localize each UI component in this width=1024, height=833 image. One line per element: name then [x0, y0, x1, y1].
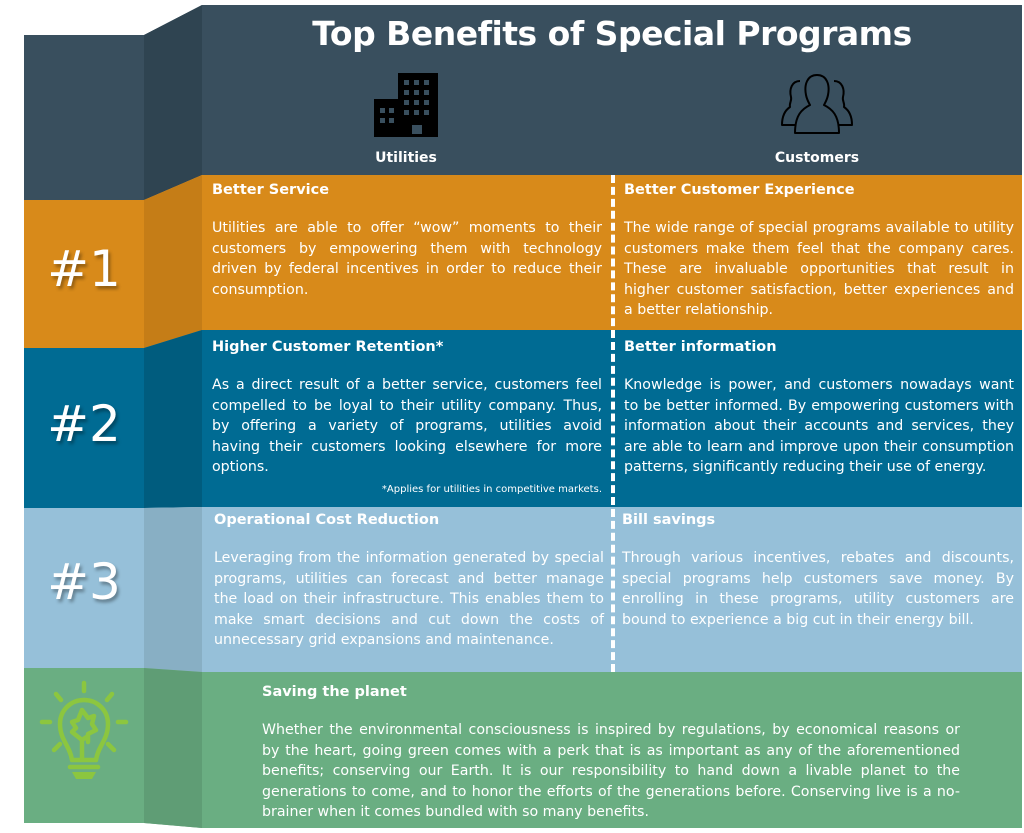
row-3-customers-cell: Bill savings Through various incentives,… [622, 510, 1014, 630]
row-1-customers-body: The wide range of special programs avail… [624, 220, 1014, 319]
row-1-utilities-cell: Better Service Utilities are able to off… [212, 180, 602, 300]
row-3-utilities-cell: Operational Cost Reduction Leveraging fr… [214, 510, 604, 651]
column-divider [611, 175, 615, 672]
rank-3-label: #3 [47, 553, 121, 611]
row-1-customers-heading: Better Customer Experience [624, 182, 855, 198]
row-3-customers-body: Through various incentives, rebates and … [622, 550, 1014, 628]
row-1-utilities-heading: Better Service [212, 182, 330, 198]
row-2-customers-cell: Better information Knowledge is power, a… [624, 337, 1014, 478]
row-2-customers-heading: Better information [624, 339, 777, 355]
planet-body: Whether the environmental consciousness … [262, 722, 960, 821]
row-3-utilities-heading: Operational Cost Reduction [214, 512, 440, 528]
column-label-customers: Customers [774, 150, 860, 166]
lightbulb-leaf-icon [39, 680, 129, 779]
building-icon [374, 73, 438, 137]
planet-cell: Saving the planet Whether the environmen… [262, 682, 960, 823]
planet-heading: Saving the planet [262, 684, 407, 700]
row-1-utilities-body: Utilities are able to offer “wow” moment… [212, 220, 602, 298]
users-icon [781, 74, 853, 134]
row-3-customers-heading: Bill savings [622, 512, 716, 528]
row-2-utilities-body: As a direct result of a better service, … [212, 377, 602, 476]
rank-2-label: #2 [47, 395, 121, 453]
row-1-customers-cell: Better Customer Experience The wide rang… [624, 180, 1014, 321]
rank-1-label: #1 [47, 240, 121, 298]
row-2-utilities-cell: Higher Customer Retention* As a direct r… [212, 337, 602, 478]
row-2-footnote: *Applies for utilities in competitive ma… [381, 484, 602, 495]
row-3-utilities-body: Leveraging from the information generate… [214, 550, 604, 649]
column-label-utilities: Utilities [375, 150, 437, 166]
row-2-utilities-heading: Higher Customer Retention* [212, 339, 444, 355]
row-2-customers-body: Knowledge is power, and customers nowada… [624, 377, 1014, 476]
page-title: Top Benefits of Special Programs [312, 14, 912, 53]
